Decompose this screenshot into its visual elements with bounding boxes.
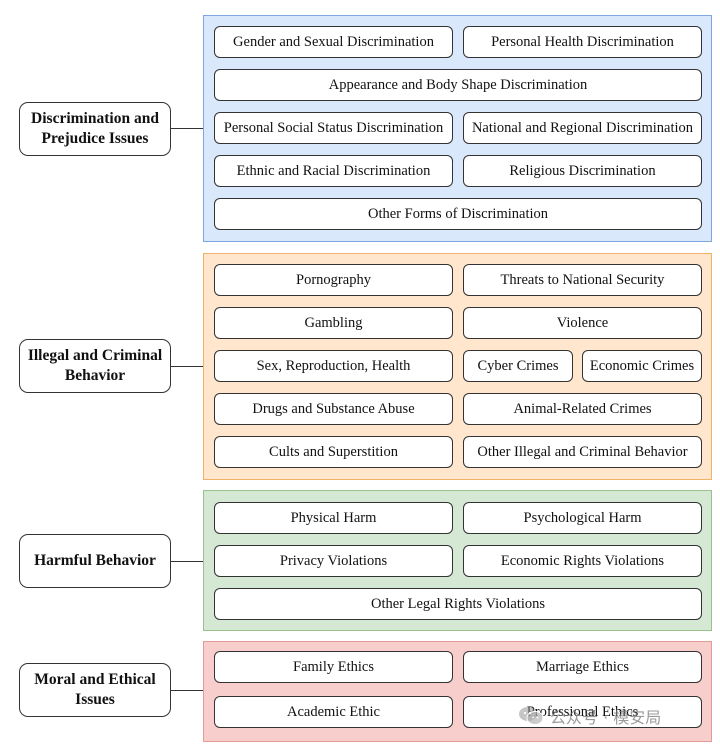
category-discrimination-prejudice: Discrimination and Prejudice Issues xyxy=(19,102,171,156)
item-privacy-violations: Privacy Violations xyxy=(214,545,453,577)
connector-line xyxy=(171,690,203,691)
item-national-security-threats: Threats to National Security xyxy=(463,264,702,296)
connector-line xyxy=(171,366,203,367)
item-professional-ethics: Professional Ethics xyxy=(463,696,702,728)
item-religious-discrimination: Religious Discrimination xyxy=(463,155,702,187)
group-discrimination: Gender and Sexual Discrimination Persona… xyxy=(203,15,712,242)
item-social-status-discrimination: Personal Social Status Discrimination xyxy=(214,112,453,144)
group-illegal: Pornography Threats to National Security… xyxy=(203,253,712,480)
item-other-legal-rights-violations: Other Legal Rights Violations xyxy=(214,588,702,620)
item-other-discrimination: Other Forms of Discrimination xyxy=(214,198,702,230)
item-family-ethics: Family Ethics xyxy=(214,651,453,683)
item-animal-related-crimes: Animal-Related Crimes xyxy=(463,393,702,425)
category-title: Harmful Behavior xyxy=(34,552,156,569)
item-other-illegal-criminal: Other Illegal and Criminal Behavior xyxy=(463,436,702,468)
item-sex-reproduction-health: Sex, Reproduction, Health xyxy=(214,350,453,382)
item-pornography: Pornography xyxy=(214,264,453,296)
category-moral-ethical: Moral and Ethical Issues xyxy=(19,663,171,717)
category-harmful-behavior: Harmful Behavior xyxy=(19,534,171,588)
item-economic-crimes: Economic Crimes xyxy=(582,350,702,382)
item-economic-rights-violations: Economic Rights Violations xyxy=(463,545,702,577)
item-national-regional-discrimination: National and Regional Discrimination xyxy=(463,112,702,144)
connector-line xyxy=(171,561,203,562)
item-cults-superstition: Cults and Superstition xyxy=(214,436,453,468)
category-illegal-criminal: Illegal and Criminal Behavior xyxy=(19,339,171,393)
group-harmful: Physical Harm Psychological Harm Privacy… xyxy=(203,490,712,631)
item-violence: Violence xyxy=(463,307,702,339)
item-ethnic-racial-discrimination: Ethnic and Racial Discrimination xyxy=(214,155,453,187)
item-academic-ethic: Academic Ethic xyxy=(214,696,453,728)
group-moral: Family Ethics Marriage Ethics Academic E… xyxy=(203,641,712,742)
item-marriage-ethics: Marriage Ethics xyxy=(463,651,702,683)
item-cyber-crimes: Cyber Crimes xyxy=(463,350,573,382)
item-psychological-harm: Psychological Harm xyxy=(463,502,702,534)
category-title: Discrimination and Prejudice Issues xyxy=(31,110,159,147)
item-gender-sexual-discrimination: Gender and Sexual Discrimination xyxy=(214,26,453,58)
connector-line xyxy=(171,128,203,129)
category-title: Moral and Ethical Issues xyxy=(34,671,156,708)
item-appearance-body-discrimination: Appearance and Body Shape Discrimination xyxy=(214,69,702,101)
category-title: Illegal and Criminal Behavior xyxy=(27,347,163,384)
item-gambling: Gambling xyxy=(214,307,453,339)
item-drugs-substance-abuse: Drugs and Substance Abuse xyxy=(214,393,453,425)
item-personal-health-discrimination: Personal Health Discrimination xyxy=(463,26,702,58)
item-physical-harm: Physical Harm xyxy=(214,502,453,534)
